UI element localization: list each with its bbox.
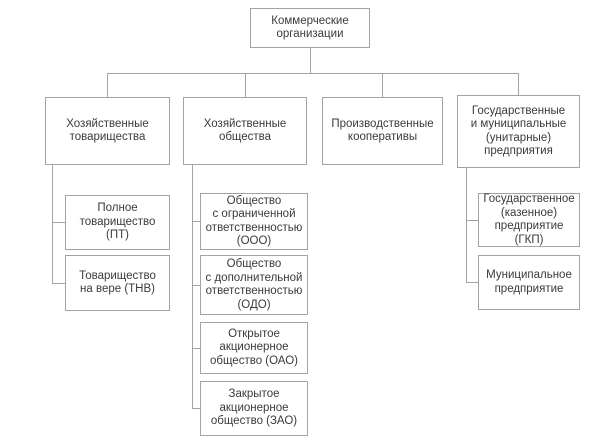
node-state-treasury-enterprise: Государственное (казенное) предприятие (… [478, 193, 580, 247]
node-commercial-organizations: Коммерческие организации [250, 8, 370, 48]
connector-drop-branch-3 [382, 73, 383, 97]
connector-root-drop [310, 48, 311, 73]
node-limited-partnership: Товарищество на вере (ТНВ) [65, 255, 170, 311]
node-full-partnership: Полное товарищество (ПТ) [65, 195, 170, 250]
connector-stub-zao [192, 408, 200, 409]
connector-stub-state-enterprise [466, 220, 478, 221]
node-municipal-enterprise: Муниципальное предприятие [478, 255, 580, 310]
node-closed-joint-stock-company: Закрытое акционерное общество (ЗАО) [200, 381, 308, 436]
connector-stub-municipal-enterprise [466, 282, 478, 283]
connector-branch-1-spine [52, 165, 53, 283]
connector-stub-odo [192, 285, 200, 286]
node-state-municipal-unitary-enterprises: Государственные и муниципальные (унитарн… [457, 95, 580, 168]
connector-drop-branch-2 [245, 73, 246, 97]
connector-bus [107, 73, 519, 74]
node-business-companies: Хозяйственные общества [183, 97, 307, 165]
node-limited-liability-company: Общество с ограниченной ответственностью… [200, 193, 308, 250]
node-production-cooperatives: Производственные кооперативы [322, 97, 443, 165]
connector-branch-2-spine [192, 165, 193, 408]
connector-stub-ooo [192, 221, 200, 222]
connector-drop-branch-4 [518, 73, 519, 95]
connector-drop-branch-1 [107, 73, 108, 97]
connector-stub-oao [192, 348, 200, 349]
connector-stub-full-partnership [52, 222, 65, 223]
connector-branch-4-spine [466, 168, 467, 282]
node-open-joint-stock-company: Открытое акционерное общество (ОАО) [200, 322, 308, 374]
node-additional-liability-company: Общество с дополнительной ответственност… [200, 255, 308, 315]
node-business-partnerships: Хозяйственные товарищества [45, 97, 170, 165]
connector-stub-limited-partnership [52, 283, 65, 284]
